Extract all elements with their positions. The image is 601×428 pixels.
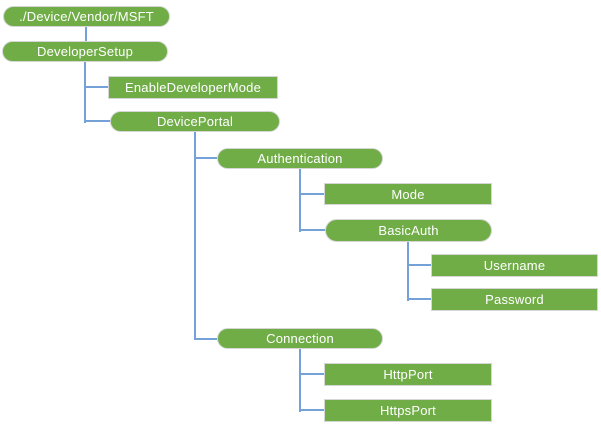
node-httpsport: HttpsPort: [324, 399, 492, 422]
node-msft: ./Device/Vendor/MSFT: [3, 6, 170, 27]
node-label: HttpPort: [383, 367, 433, 382]
node-label: EnableDeveloperMode: [124, 80, 262, 95]
node-mode: Mode: [324, 183, 492, 205]
node-label: Mode: [391, 186, 425, 202]
node-httpport: HttpPort: [324, 363, 492, 386]
node-label: HttpsPort: [380, 403, 436, 418]
node-label: ./Device/Vendor/MSFT: [19, 9, 154, 24]
node-label: Connection: [266, 331, 334, 346]
node-enabledevelopermode: EnableDeveloperMode: [108, 76, 278, 99]
node-label: DevicePortal: [156, 114, 234, 129]
node-developersetup: DeveloperSetup: [2, 41, 168, 62]
node-basicauth: BasicAuth: [325, 219, 492, 242]
node-label: BasicAuth: [378, 223, 439, 238]
node-deviceportal: DevicePortal: [110, 111, 280, 132]
node-connection: Connection: [217, 328, 383, 349]
node-username: Username: [431, 254, 598, 277]
node-label: Password: [485, 292, 544, 307]
node-label: Authentication: [257, 151, 343, 166]
node-label: DeveloperSetup: [36, 44, 134, 59]
node-password: Password: [431, 288, 598, 311]
node-label: Username: [483, 258, 546, 273]
node-authentication: Authentication: [217, 148, 383, 169]
